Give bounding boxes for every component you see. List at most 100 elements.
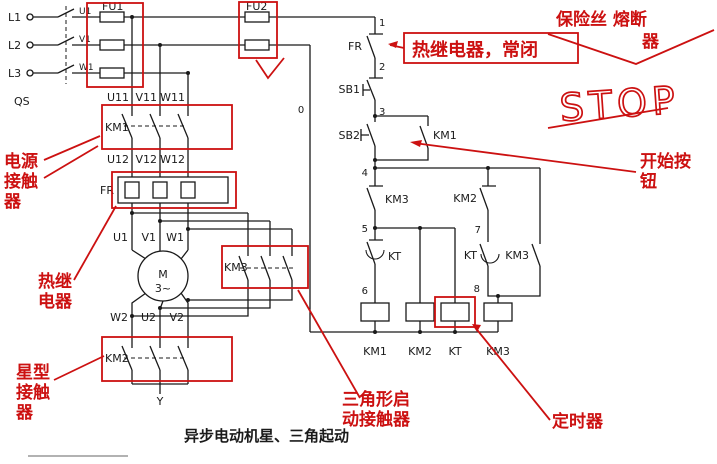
fu2-fuses xyxy=(244,11,270,51)
red-annotation-overlay: 保险丝 熔断 器 热继电器，常闭 STOP 开始按 钮 电源 接触 器 热继 电… xyxy=(3,1,715,432)
v11-label: V11 xyxy=(135,91,157,104)
arrow-to-km2-contactor xyxy=(53,355,105,381)
start-button-annotation-line2: 钮 xyxy=(640,171,657,192)
kt-coil-icon xyxy=(440,302,470,322)
w2-terminal-label: W2 xyxy=(110,311,128,324)
sb2-label: SB2 xyxy=(338,129,360,142)
power-circuit-labels: L1 L2 L3 QS U1 V1 W1 FU1 FU2 U11 V11 W11… xyxy=(8,0,267,408)
u12-label: U12 xyxy=(107,153,129,166)
time-delay-arc-icon xyxy=(480,253,500,264)
km2-star-contactor-contacts xyxy=(121,340,189,371)
thermal-relay-annotation-line2: 电器 xyxy=(38,291,73,312)
coil-km1-label: KM1 xyxy=(363,345,387,358)
fuse-annotation-underline xyxy=(547,29,715,65)
arrowhead-icon xyxy=(472,324,481,332)
node-5-label: 5 xyxy=(362,224,368,235)
arrowhead-icon xyxy=(388,41,398,48)
phase-l1-label: L1 xyxy=(8,11,21,24)
w12-label: W12 xyxy=(160,153,185,166)
km2-interlock-contact-icon xyxy=(479,185,496,211)
start-button-annotation-line1: 开始按 xyxy=(640,151,691,172)
fuse-icon xyxy=(99,39,125,51)
time-delay-arc-icon xyxy=(365,249,385,260)
l2-terminal-icon xyxy=(26,41,34,49)
km3-main-label: KM3 xyxy=(224,261,248,274)
fu1-label: FU1 xyxy=(102,0,123,13)
power-contactor-annotation-line3: 器 xyxy=(3,192,22,212)
fr-contact-label: FR xyxy=(348,40,362,53)
qs-disconnect-switch xyxy=(26,6,75,84)
arrowhead-icon xyxy=(410,140,422,147)
fu2-callout-mark xyxy=(255,57,285,80)
motor-phase-label: 3~ xyxy=(155,282,171,295)
arrow-to-kt-coil xyxy=(473,325,551,421)
arrow-to-km3-contactor xyxy=(297,289,361,399)
node-3-label: 3 xyxy=(379,107,385,118)
sb1-stop-button-icon xyxy=(362,77,383,101)
kt-no-label: KT xyxy=(464,249,477,262)
wire-v1-label: V1 xyxy=(79,35,91,45)
kt-delayed-nc-contact-icon xyxy=(366,239,383,265)
power-circuit-wires xyxy=(33,16,375,394)
coil-kt-label: KT xyxy=(448,345,461,358)
sb1-label: SB1 xyxy=(338,83,360,96)
km3-interlock-contact-icon xyxy=(366,185,383,211)
fu1-highlight-box xyxy=(86,2,144,88)
timer-annotation-text: 定时器 xyxy=(552,411,604,432)
power-contactor-annotation-line1: 电源 xyxy=(4,151,38,172)
star-point-label: Y xyxy=(156,395,164,408)
v2-terminal-label: V2 xyxy=(169,311,184,324)
w1-terminal-label: W1 xyxy=(166,231,184,244)
kt-coil-highlight-box xyxy=(434,296,476,328)
fuse-icon xyxy=(244,11,270,23)
coil-km2-label: KM2 xyxy=(408,345,432,358)
delta-contactor-annotation-line1: 三角形启 xyxy=(342,389,410,410)
fr-highlight-box xyxy=(111,171,237,209)
node-2-label: 2 xyxy=(379,62,385,73)
stop-handwritten-text: STOP xyxy=(558,78,681,130)
km1-highlight-box xyxy=(101,104,233,150)
phase-l2-label: L2 xyxy=(8,39,21,52)
fuse-icon xyxy=(244,39,270,51)
v12-label: V12 xyxy=(135,153,157,166)
fuse-icon xyxy=(99,67,125,79)
fu2-highlight-box xyxy=(238,1,278,59)
node-4-label: 4 xyxy=(362,168,368,179)
heater-element-icon xyxy=(124,181,140,199)
heater-element-icon xyxy=(180,181,196,199)
fu1-fuses xyxy=(99,11,125,79)
diagram-caption: 异步电动机星、三角起动 xyxy=(184,427,349,445)
delta-contactor-annotation-line2: 动接触器 xyxy=(342,409,411,430)
fr-main-label: FR xyxy=(100,184,114,197)
arrow-to-km1-contactor xyxy=(43,135,101,179)
motor-circle-icon xyxy=(137,250,189,302)
km1-main-contactor-contacts xyxy=(121,105,189,139)
km3-highlight-box xyxy=(221,245,309,289)
node-7-label: 7 xyxy=(475,225,481,236)
phase-l3-label: L3 xyxy=(8,67,21,80)
km2-interlock-label: KM2 xyxy=(453,192,477,205)
wire-u1-label: U1 xyxy=(79,7,91,17)
km2-highlight-box xyxy=(101,336,233,382)
thermal-relay-annotation-line1: 热继 xyxy=(38,271,72,292)
l3-terminal-icon xyxy=(26,69,34,77)
km3-seal-label: KM3 xyxy=(505,249,529,262)
fuse-icon xyxy=(99,11,125,23)
u1-terminal-label: U1 xyxy=(113,231,128,244)
km2-main-label: KM2 xyxy=(105,352,129,365)
u2-terminal-label: U2 xyxy=(141,311,156,324)
km3-seal-contact-icon xyxy=(531,243,541,267)
heater-element-icon xyxy=(152,181,168,199)
motor-m-label: M xyxy=(158,268,168,281)
star-contactor-annotation-line1: 星型 xyxy=(16,362,50,383)
node-0-label: 0 xyxy=(298,105,304,116)
thermal-nc-annotation-text: 热继电器，常闭 xyxy=(412,39,538,61)
power-contactor-annotation-line2: 接触 xyxy=(4,171,38,192)
motor-symbol xyxy=(137,250,189,302)
km1-coil-icon xyxy=(360,302,390,322)
node-6-label: 6 xyxy=(362,286,368,297)
control-circuit-symbols xyxy=(360,33,541,322)
stop-flourish-stroke xyxy=(547,107,669,129)
fuse-annotation-line1: 保险丝 熔断 xyxy=(555,9,647,30)
